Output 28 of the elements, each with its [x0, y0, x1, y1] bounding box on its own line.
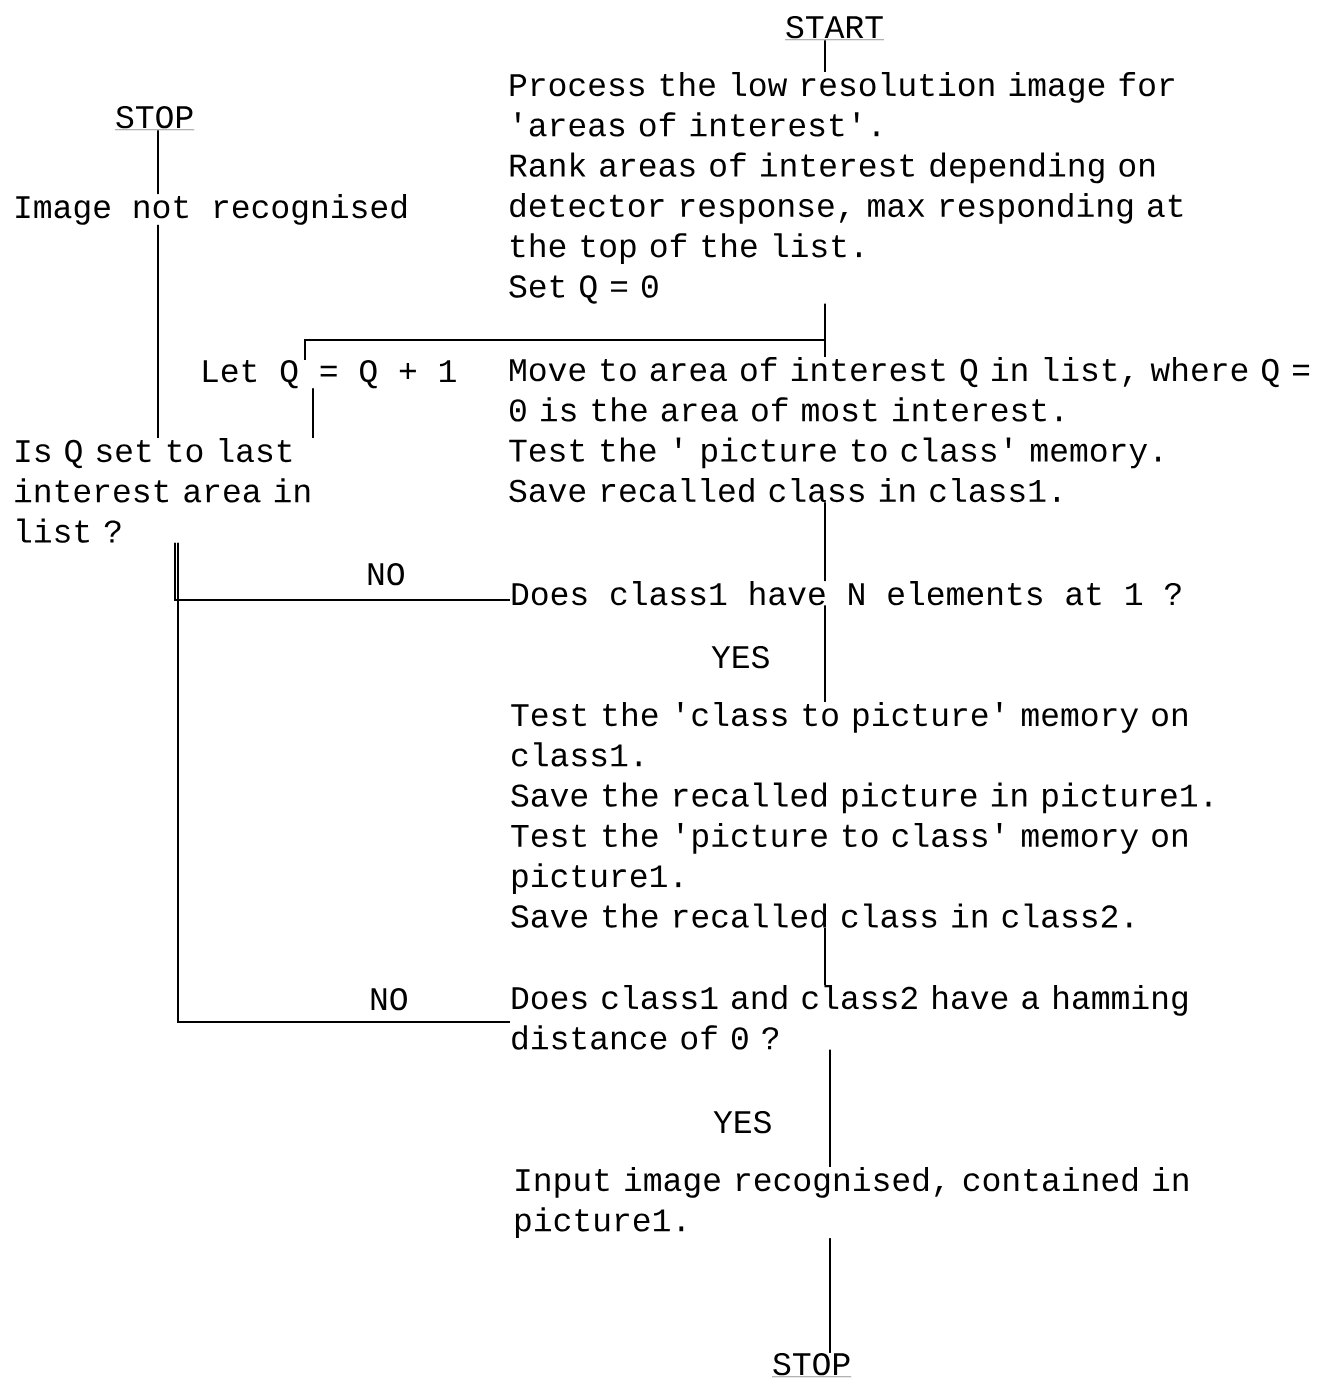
decision-text: Does class1 have N elements at 1 ?: [512, 581, 1181, 606]
edge-label: YES: [710, 644, 772, 670]
edge-label: NO: [368, 986, 410, 1012]
connector-line: [829, 1048, 831, 1168]
step-text: Input image recognised, contained in picture1.: [515, 1167, 1188, 1239]
step-text: Image not recognised: [16, 194, 407, 225]
decision-text: Does class1 and class2 have a hamming distance of 0 ?: [512, 985, 1187, 1050]
step-text: Move to area of interest Q in list, where Q = 0 is the area of most interest. Test the ' picture to class' memory. Save recalled class in class1.: [509, 357, 1310, 503]
step-text: Let Q = Q + 1: [203, 359, 456, 389]
connector-line: [312, 387, 314, 439]
step-text: Process the low resolution image for 'areas of interest'. Rank areas of interest depending on detector response, max responding at the top of the list. Set Q = 0: [509, 72, 1183, 304]
edge-label: YES: [712, 1109, 774, 1135]
connector-line: [157, 129, 159, 196]
connector-line: [157, 223, 159, 439]
terminal-label: STOP: [114, 105, 195, 130]
connector-line: [174, 541, 511, 601]
connector-line: [177, 541, 511, 1023]
terminal-label: STOP: [771, 1352, 852, 1377]
decision-text: Is Q set to last interest area in list ?: [15, 438, 310, 543]
connector-line: [824, 39, 826, 73]
step-text: Test the 'class to picture' memory on class1. Save the recalled picture in picture1. Test the 'picture to class' memory on picture1. Save the recalled class in class2.: [511, 702, 1211, 928]
connector-line: [829, 1237, 831, 1354]
edge-label: NO: [365, 561, 407, 587]
connector-line: [824, 604, 826, 703]
connector-line: [304, 339, 826, 361]
connector-line: [824, 926, 826, 986]
connector-line: [824, 501, 826, 583]
terminal-label: START: [784, 15, 885, 40]
